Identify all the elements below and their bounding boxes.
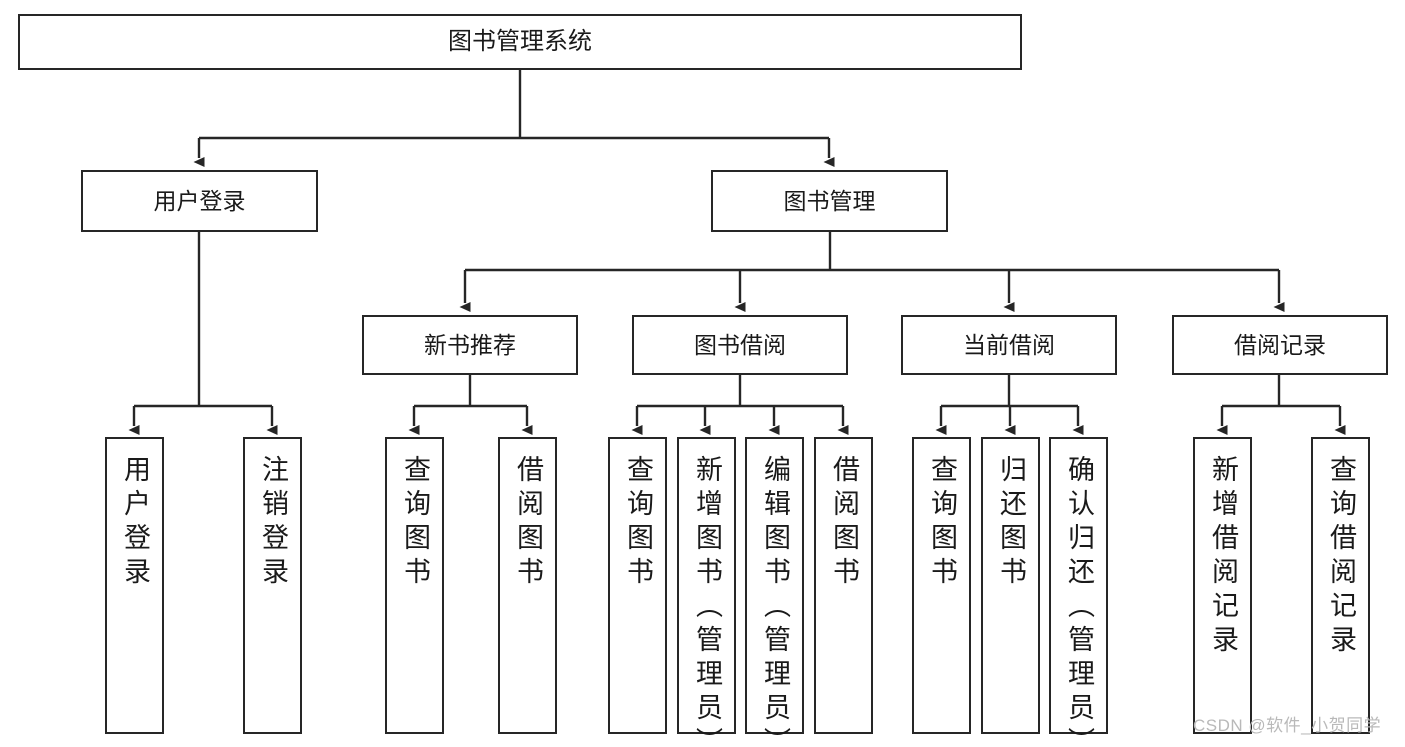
leaf-confirm-return-label: 确认归还（管理员） xyxy=(1064,455,1094,747)
leaf-borrow-book-2-label: 借阅图书 xyxy=(829,455,859,591)
edges-new-book-recommend-to-leaves xyxy=(408,375,533,435)
leaf-user-logout-label: 注销登录 xyxy=(258,455,288,591)
node-user-login[interactable]: 用户登录 xyxy=(81,170,318,232)
leaf-add-book-label: 新增图书（管理员） xyxy=(692,455,722,747)
leaf-query-book-3[interactable]: 查询图书 xyxy=(912,437,971,734)
leaf-borrow-book-2[interactable]: 借阅图书 xyxy=(814,437,873,734)
edges-book-borrow-to-leaves xyxy=(631,375,849,435)
node-new-book-recommend[interactable]: 新书推荐 xyxy=(362,315,578,375)
leaf-confirm-return[interactable]: 确认归还（管理员） xyxy=(1049,437,1108,747)
leaf-return-book[interactable]: 归还图书 xyxy=(981,437,1040,734)
leaf-query-record[interactable]: 查询借阅记录 xyxy=(1311,437,1370,734)
node-book-management-label: 图书管理 xyxy=(783,187,876,214)
leaf-add-record-label: 新增借阅记录 xyxy=(1208,455,1238,659)
leaf-user-login[interactable]: 用户登录 xyxy=(105,437,164,734)
edges-root-to-level2 xyxy=(193,70,835,167)
node-user-login-label: 用户登录 xyxy=(153,187,246,214)
node-current-borrow-label: 当前借阅 xyxy=(963,331,1055,358)
leaf-user-login-label: 用户登录 xyxy=(120,455,150,591)
leaf-edit-book-label: 编辑图书（管理员） xyxy=(760,455,790,747)
leaf-query-record-label: 查询借阅记录 xyxy=(1326,455,1356,659)
edges-borrow-record-to-leaves xyxy=(1216,375,1346,435)
leaf-query-book-2[interactable]: 查询图书 xyxy=(608,437,667,734)
leaf-edit-book[interactable]: 编辑图书（管理员） xyxy=(745,437,804,747)
node-book-borrow[interactable]: 图书借阅 xyxy=(632,315,848,375)
leaf-add-book[interactable]: 新增图书（管理员） xyxy=(677,437,736,747)
edges-book-management-to-level3 xyxy=(459,232,1285,312)
node-book-borrow-label: 图书借阅 xyxy=(694,331,786,358)
leaf-borrow-book-1-label: 借阅图书 xyxy=(513,455,543,591)
edges-current-borrow-to-leaves xyxy=(935,375,1084,435)
edges-user-login-to-leaves xyxy=(128,232,278,435)
node-new-book-recommend-label: 新书推荐 xyxy=(424,331,516,358)
node-borrow-record-label: 借阅记录 xyxy=(1234,331,1326,358)
leaf-query-book-1[interactable]: 查询图书 xyxy=(385,437,444,734)
leaf-query-book-3-label: 查询图书 xyxy=(927,455,957,591)
node-root[interactable]: 图书管理系统 xyxy=(18,14,1022,70)
node-root-label: 图书管理系统 xyxy=(448,28,592,56)
leaf-borrow-book-1[interactable]: 借阅图书 xyxy=(498,437,557,734)
leaf-query-book-1-label: 查询图书 xyxy=(400,455,430,591)
node-book-management[interactable]: 图书管理 xyxy=(711,170,948,232)
leaf-add-record[interactable]: 新增借阅记录 xyxy=(1193,437,1252,734)
leaf-return-book-label: 归还图书 xyxy=(996,455,1026,591)
leaf-query-book-2-label: 查询图书 xyxy=(623,455,653,591)
leaf-user-logout[interactable]: 注销登录 xyxy=(243,437,302,734)
node-borrow-record[interactable]: 借阅记录 xyxy=(1172,315,1388,375)
node-current-borrow[interactable]: 当前借阅 xyxy=(901,315,1117,375)
